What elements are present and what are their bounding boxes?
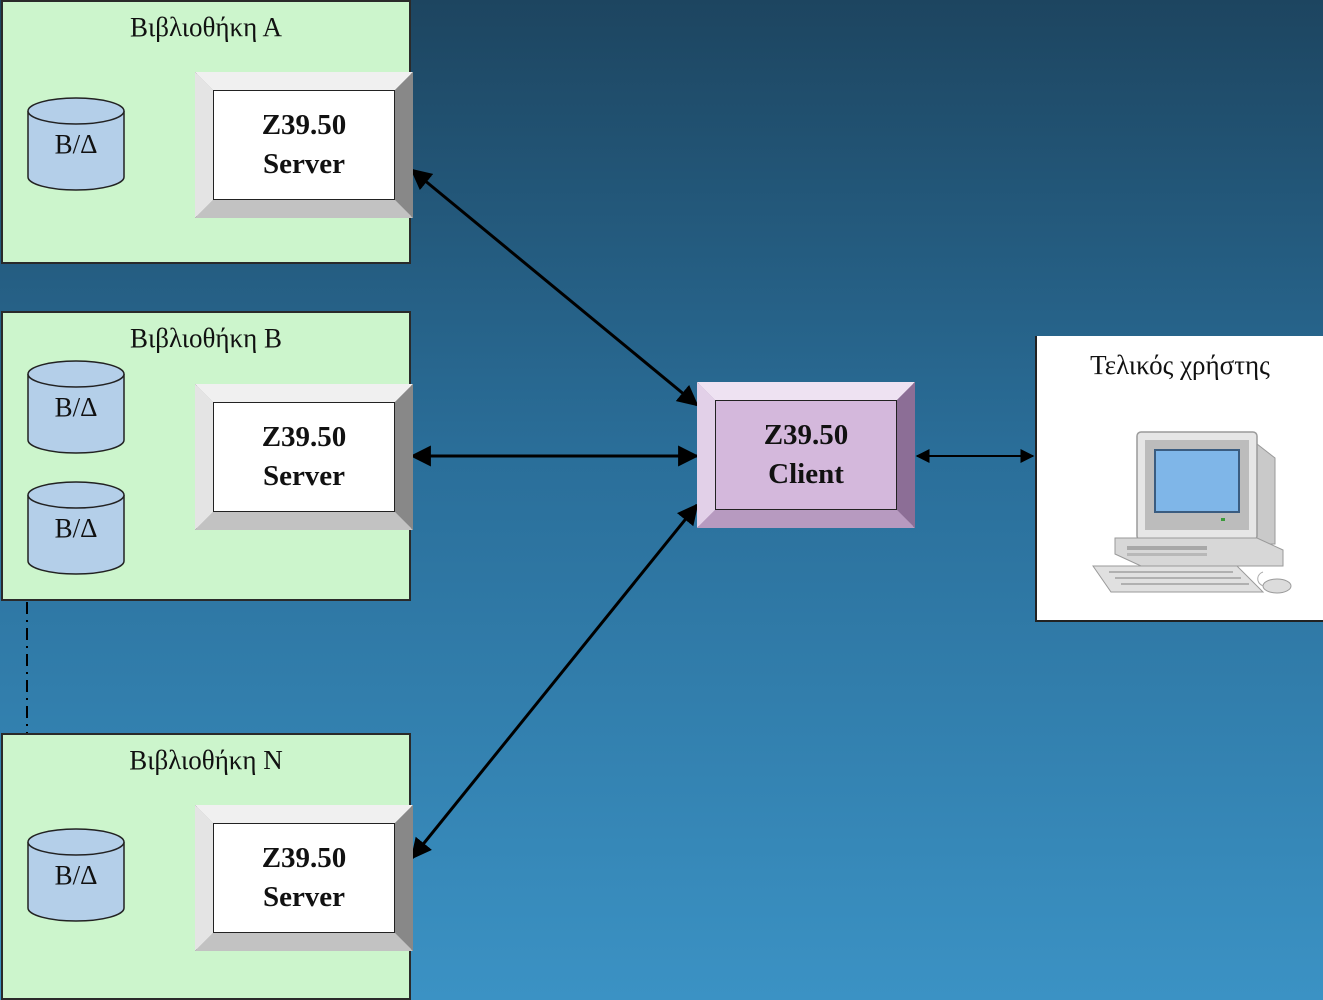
database-cylinder: Β/Δ <box>27 360 125 454</box>
server-label-line1: Z39.50 <box>261 421 347 453</box>
z3950-server-n: Z39.50 Server <box>195 805 413 951</box>
library-a: Βιβλιοθήκη Α Β/Δ Z39.50 Server <box>1 0 413 264</box>
server-label-line1: Z39.50 <box>261 842 347 874</box>
end-user-box: Τελικός χρήστης <box>1035 336 1323 622</box>
client-label-line1: Z39.50 <box>763 419 849 451</box>
server-label-line2: Server <box>262 881 346 913</box>
server-label-line1: Z39.50 <box>261 109 347 141</box>
z3950-client: Z39.50 Client <box>697 382 915 528</box>
server-label-line2: Server <box>262 460 346 492</box>
library-n: Βιβλιοθήκη Ν Β/Δ Z39.50 Server <box>1 733 413 1000</box>
database-icon <box>27 828 125 922</box>
library-b-title: Βιβλιοθήκη Β <box>129 323 283 353</box>
library-b: Βιβλιοθήκη Β Β/Δ Β/Δ Z39.50 Server <box>1 311 413 601</box>
z3950-server-b: Z39.50 Server <box>195 384 413 530</box>
link-server-a-client <box>410 168 699 407</box>
database-label: Β/Δ <box>54 392 98 422</box>
desktop-computer-icon <box>1092 431 1292 594</box>
database-icon <box>27 97 125 191</box>
library-n-title: Βιβλιοθήκη Ν <box>129 745 283 775</box>
z3950-server-a: Z39.50 Server <box>195 72 413 218</box>
library-a-title: Βιβλιοθήκη Α <box>129 12 283 42</box>
server-label-line2: Server <box>262 148 346 180</box>
link-server-n-client <box>410 503 699 860</box>
database-icon <box>27 360 125 454</box>
database-label: Β/Δ <box>54 860 98 890</box>
database-label: Β/Δ <box>54 129 98 159</box>
client-label-line2: Client <box>768 458 844 490</box>
database-icon <box>27 481 125 575</box>
database-cylinder: Β/Δ <box>27 481 125 575</box>
end-user-title: Τελικός χρήστης <box>1090 350 1270 380</box>
database-cylinder: Β/Δ <box>27 97 125 191</box>
database-label: Β/Δ <box>54 513 98 543</box>
database-cylinder: Β/Δ <box>27 828 125 922</box>
